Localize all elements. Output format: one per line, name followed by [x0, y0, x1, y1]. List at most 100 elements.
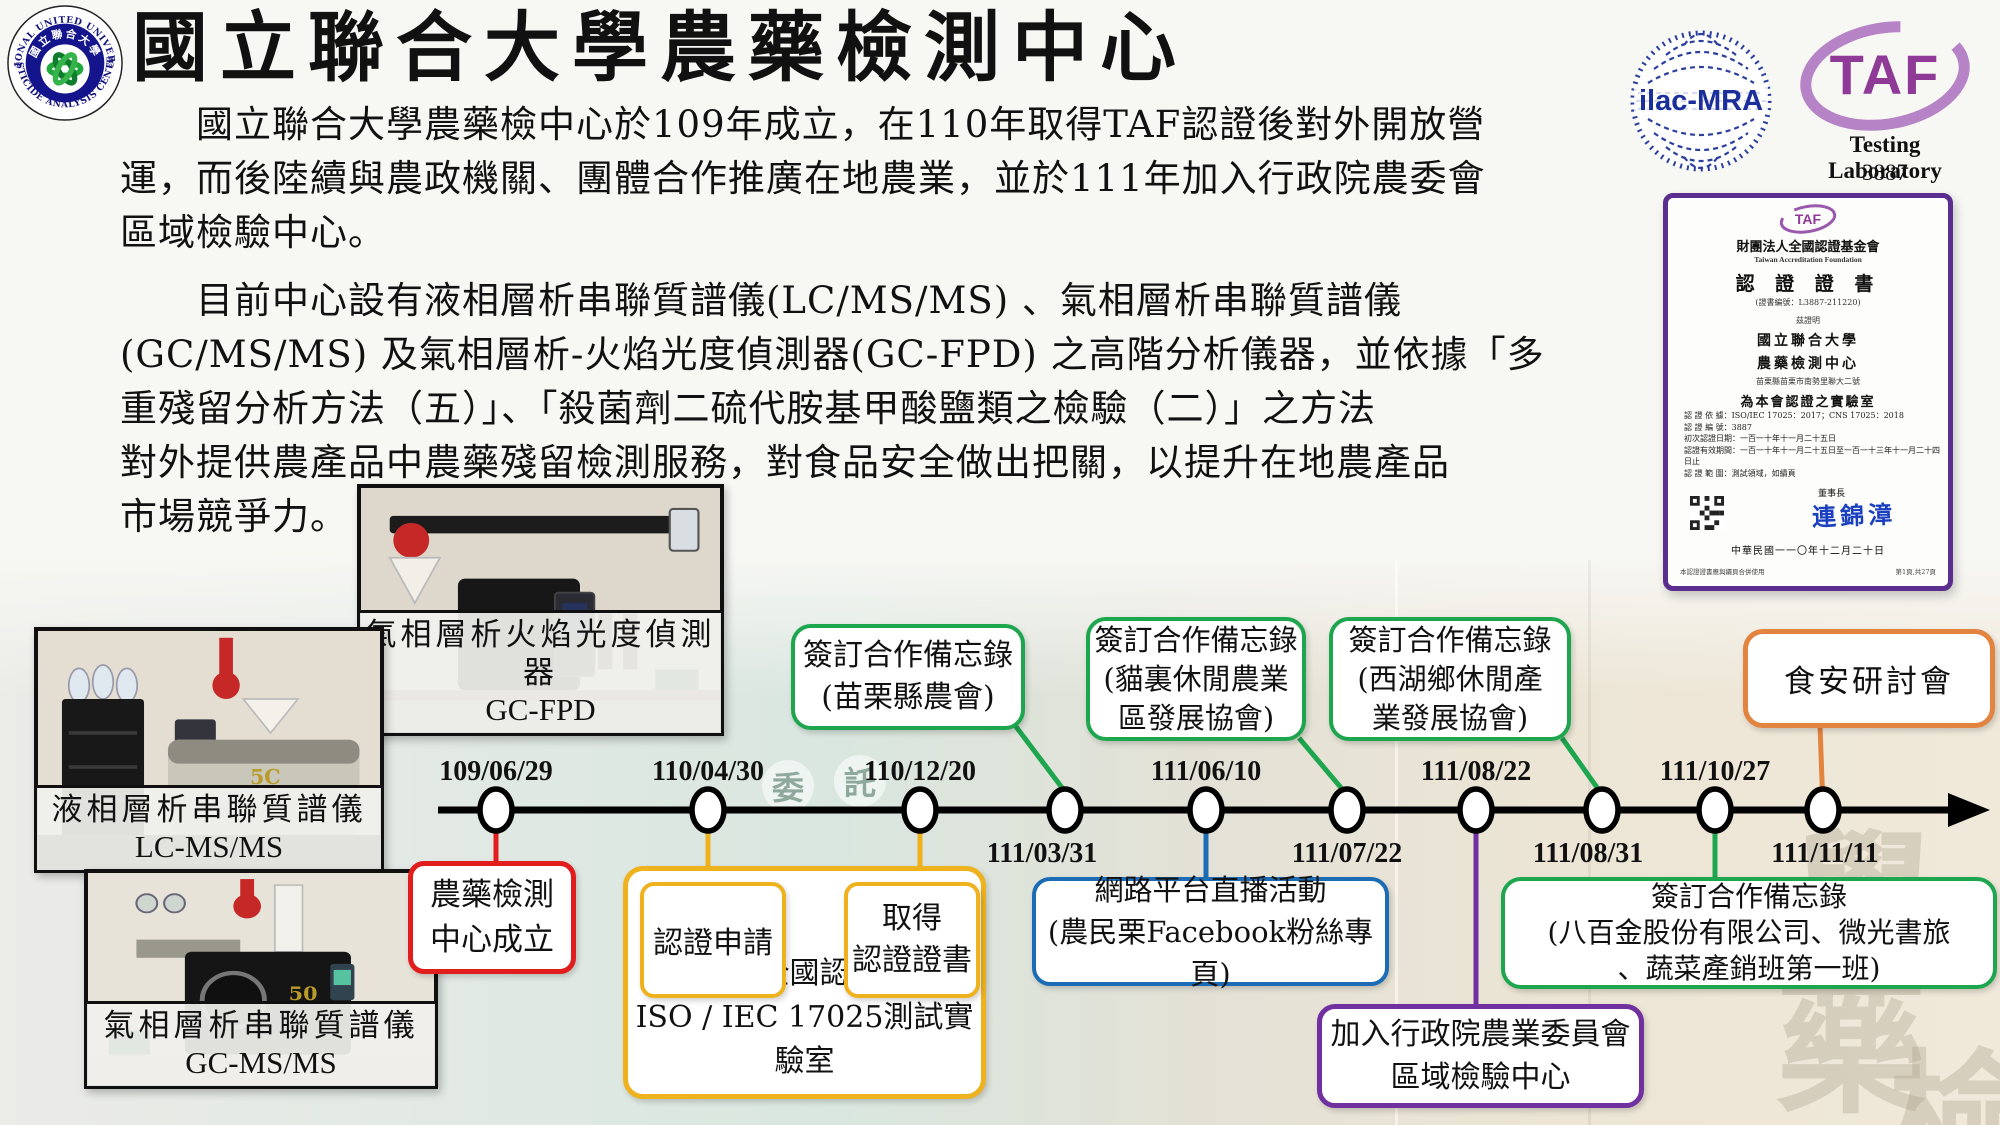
cert-field: 初次認證日期：一百一十年十一月二十五日 [1684, 434, 1836, 443]
page-title: 國立聯合大學農藥檢測中心 [132, 3, 1188, 92]
seal-knot-icon [46, 52, 84, 86]
seal-mark: ◎ [15, 60, 22, 69]
taf-number: 3887 [1862, 160, 1908, 185]
callout-mou-miaoli: 簽訂合作備忘錄 (苗栗縣農會) [791, 624, 1025, 730]
cert-title: 認 證 證 書 [1735, 273, 1881, 295]
timeline-date: 111/10/27 [1659, 756, 1771, 787]
watermark-circle: 委 [762, 760, 814, 812]
ilac-mra-label: ilac-MRA [1639, 85, 1763, 117]
seal-mark: ◎ [107, 60, 114, 69]
photo-caption-en: LC-MS/MS [134, 829, 284, 864]
callout-cert-obtain: 取得 認證證書 [844, 882, 980, 998]
svg-text:50: 50 [289, 983, 318, 1004]
certificate-taf-icon: TAF [1779, 204, 1837, 234]
callout-line: 簽訂合作備忘錄 [1348, 622, 1552, 657]
cert-statement: 為本會認證之實驗室 [1740, 395, 1876, 410]
callout-line: 食安研討會 [1784, 664, 1954, 700]
callout-line: (貓裏休閒農業 [1103, 661, 1289, 696]
callout-line: 簽訂合作備忘錄 [1650, 880, 1847, 913]
taf-label: TAF [1830, 43, 1941, 106]
watermark-char: 檢 [1888, 1035, 2000, 1125]
qr-code-icon [1690, 496, 1724, 530]
callout-line: 簽訂合作備忘錄 [803, 638, 1013, 673]
photo-caption-en: GC-MS/MS [185, 1045, 337, 1080]
cert-holder: 國立聯合大學 [1757, 333, 1859, 349]
photo-lc-msms: 5C 液相層析串聯質譜儀 LC-MS/MS [34, 627, 384, 873]
cert-footer-right: 第1頁,共27頁 [1895, 568, 1936, 576]
callout-line: 中心成立 [430, 921, 554, 958]
watermark-char: 藥 [1776, 959, 1927, 1125]
ilac-mra-badge-icon: ilac-MRA [1626, 20, 1776, 182]
cert-field: 認 證 依 據：ISO/IEC 17025：2017；CNS 17025：201… [1684, 411, 1904, 420]
timeline-date: 111/07/22 [1291, 838, 1403, 869]
intro-line: 運，而後陸續與農政機關、團體合作推廣在地農業，並於111年加入行政院農委會 [120, 157, 1486, 200]
intro-line: 區域檢驗中心。 [120, 211, 386, 254]
callout-line: 農藥檢測 [430, 876, 554, 913]
timeline-date: 111/08/22 [1420, 756, 1532, 787]
callout-live-stream: 網路平台直播活動 (農民栗Facebook粉絲專頁) [1032, 873, 1389, 991]
taf-subtitle: Testing Laboratory [1828, 132, 1942, 183]
callout-line: 區域檢驗中心 [1390, 1060, 1571, 1095]
intro-line: 目前中心設有液相層析串聯質譜儀(LC/MS/MS) 、氣相層析串聯質譜儀 [120, 279, 1402, 322]
watermark-circle: 託 [834, 755, 886, 807]
photo-caption-zh: 氣相層析火焰光度偵測器 [365, 617, 716, 691]
university-seal-icon: NATIONAL UNITED UNIVERSITY PESTICIDE ANA… [1, 0, 124, 122]
photo-caption-zh: 氣相層析串聯質譜儀 [103, 1008, 419, 1044]
callout-mou-maoli: 簽訂合作備忘錄 (貓裏休閒農業 區發展協會) [1086, 617, 1306, 741]
callout-line: 區發展協會) [1117, 700, 1275, 735]
background-door-line [1395, 560, 1398, 1125]
timeline-date: 111/11/11 [1771, 838, 1879, 869]
timeline-date: 110/12/20 [863, 756, 976, 787]
photo-caption-zh: 液相層析串聯質譜儀 [51, 792, 367, 828]
photo-gc-msms: 50 氣相層析串聯質譜儀 GC-MS/MS [84, 869, 438, 1089]
callout-mou-multi: 簽訂合作備忘錄 (八百金股份有限公司、微光書旅 、蔬菜產銷班第一班) [1501, 877, 1997, 989]
photo-caption: 氣相層析串聯質譜儀 GC-MS/MS [84, 1001, 438, 1089]
cert-prove: 茲證明 [1796, 316, 1820, 325]
callout-line: 業發展協會) [1371, 700, 1529, 735]
background-door-line [1588, 560, 1591, 1125]
timeline-date: 111/03/31 [986, 838, 1098, 869]
callout-line: (農民栗Facebook粉絲專頁) [1047, 914, 1374, 991]
timeline-date: 111/08/31 [1532, 838, 1644, 869]
callout-line: (西湖鄉休閒產 [1357, 661, 1543, 696]
taf-badge-icon: TAF [1795, 18, 1975, 136]
cert-field: 認 證 編 號：3887 [1684, 422, 1752, 432]
cert-issue-date: 中華民國一一〇年十二月二十日 [1731, 546, 1885, 557]
callout-line: (苗栗縣農會) [821, 680, 995, 715]
callout-line: 、蔬菜產銷班第一班) [1617, 952, 1881, 985]
cert-footer-left: 本認證證書應與續頁合併使用 [1680, 568, 1765, 576]
intro-line: 市場競爭力。 [120, 495, 348, 538]
callout-line: 認證證書 [852, 943, 972, 978]
cert-field: 認證有效期間：一百一十年十一月二十五日至一百一十三年十一月二十四日止 [1684, 445, 1940, 467]
callout-food-safety-seminar: 食安研討會 [1743, 629, 1995, 728]
callout-line: 認證申請 [653, 926, 773, 961]
callout-line: ISO / IEC 17025測試實驗室 [635, 1000, 974, 1079]
certificate-taf-label: TAF [1795, 211, 1822, 227]
callout-line: 加入行政院農業委員會 [1330, 1017, 1631, 1052]
cert-fields: 認 證 依 據：ISO/IEC 17025：2017；CNS 17025：201… [1684, 410, 1942, 479]
cert-field: 認 證 範 圍：測試領域，如續頁 [1684, 468, 1796, 478]
callout-coa-regional-center: 加入行政院農業委員會 區域檢驗中心 [1317, 1004, 1644, 1108]
photo-caption: 氣相層析火焰光度偵測器 GC-FPD [357, 610, 724, 736]
cert-chairman-title: 董事長 [1818, 489, 1846, 499]
timeline-date: 109/06/29 [439, 756, 553, 787]
callout-line: 簽訂合作備忘錄 [1094, 622, 1298, 657]
intro-line: 對外提供農產品中農藥殘留檢測服務，對食品安全做出把關，以提升在地農產品 [120, 441, 1450, 484]
callout-line: 網路平台直播活動 [1094, 872, 1327, 907]
cert-org-en: Taiwan Accreditation Foundation [1754, 255, 1862, 264]
cert-holder2: 農藥檢測中心 [1757, 356, 1859, 372]
cert-signature: 連錦漳 [1811, 499, 1897, 532]
cert-address: 苗栗縣苗栗市南勢里聯大二號 [1756, 377, 1860, 386]
callout-center-founding: 農藥檢測 中心成立 [408, 861, 576, 974]
intro-line: 國立聯合大學農藥檢中心於109年成立，在110年取得TAF認證後對外開放營 [120, 103, 1486, 146]
timeline-date: 111/06/10 [1150, 756, 1262, 787]
callout-certification-group: 認證申請 取得 認證證書 財團法人全國認證基金會 ISO / IEC 17025… [623, 866, 986, 1099]
callout-line: 取得 [882, 901, 942, 936]
callout-cert-apply: 認證申請 [640, 882, 786, 998]
callout-line: (八百金股份有限公司、微光書旅 [1547, 916, 1951, 949]
cert-org-zh: 財團法人全國認證基金會 [1736, 240, 1880, 255]
certificate: TAF 財團法人全國認證基金會 Taiwan Accreditation Fou… [1663, 193, 1953, 591]
cert-number: (證書編號：L3887-211220) [1755, 298, 1861, 307]
timeline-date: 110/04/30 [651, 756, 764, 787]
intro-line: 重殘留分析方法（五）」、「殺菌劑二硫代胺基甲酸鹽類之檢驗（二）」之方法 [120, 387, 1376, 430]
